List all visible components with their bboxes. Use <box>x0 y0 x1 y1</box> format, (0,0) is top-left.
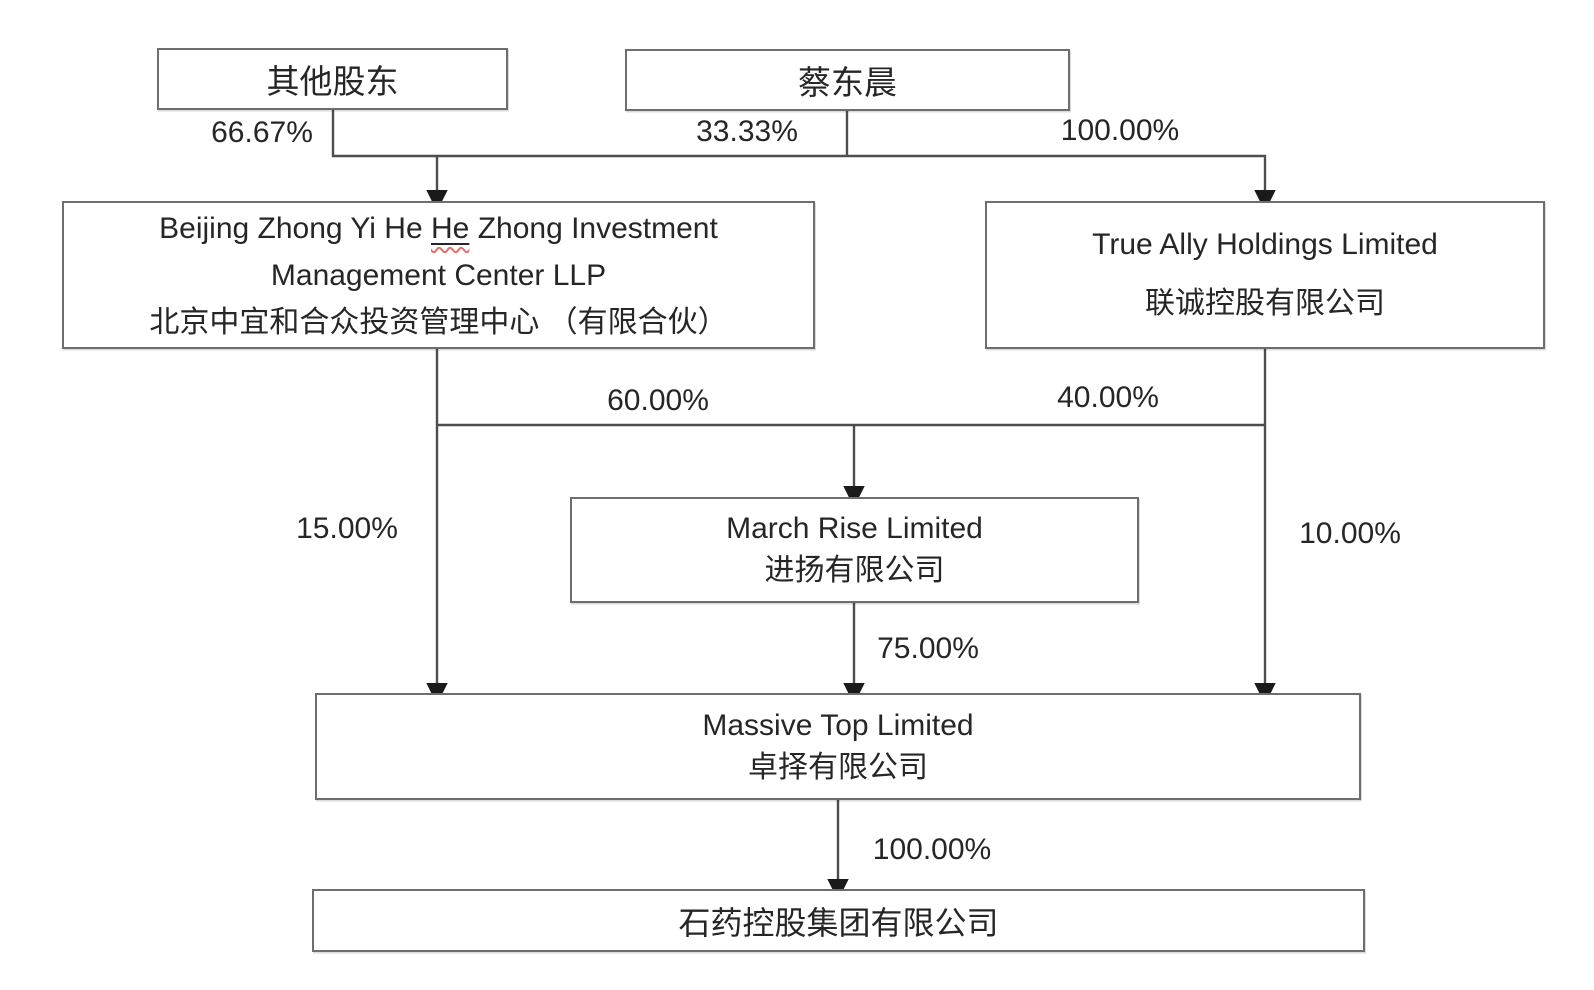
ownership-label-beijing-to-massive: 15.00% <box>296 512 398 545</box>
node-label: 蔡东晨 <box>798 64 897 101</box>
node-label-en: March Rise Limited <box>726 512 983 545</box>
ownership-label-other-to-beijing: 66.67% <box>211 116 313 149</box>
node-cspc-holdings: 石药控股集团有限公司 <box>312 889 1365 952</box>
node-label-en-line1-before: Beijing Zhong Yi He <box>159 211 431 245</box>
ownership-label-march-to-massive: 75.00% <box>877 632 979 665</box>
node-label-en: Massive Top Limited <box>702 708 974 742</box>
node-label: 其他股东 <box>266 63 399 100</box>
ownership-label-massive-to-cspc: 100.00% <box>872 833 992 866</box>
node-true-ally: True Ally Holdings Limited 联诚控股有限公司 <box>985 201 1545 349</box>
node-label-en-line2: Management Center LLP <box>270 258 607 292</box>
node-other-shareholders: 其他股东 <box>157 48 508 110</box>
node-march-rise: March Rise Limited 进扬有限公司 <box>570 497 1139 603</box>
node-label-zh: 石药控股集团有限公司 <box>678 904 999 941</box>
ownership-label-cai-to-beijing: 33.33% <box>696 115 798 148</box>
underlined-word-text: He <box>431 211 470 245</box>
ownership-label-beijing-to-march: 60.00% <box>607 384 709 417</box>
node-cai-dongchen: 蔡东晨 <box>625 49 1070 111</box>
ownership-label-cai-to-true-ally: 100.00% <box>1060 114 1180 147</box>
node-label-zh: 进扬有限公司 <box>764 554 945 587</box>
node-label-zh: 联诚控股有限公司 <box>1145 286 1385 320</box>
node-label-en-line1-after: Zhong Investment <box>469 211 718 245</box>
node-label-en: True Ally Holdings Limited <box>1092 228 1438 262</box>
node-massive-top: Massive Top Limited 卓择有限公司 <box>315 693 1361 800</box>
node-label-zh: 北京中宜和合众投资管理中心 （有限合伙） <box>149 305 728 339</box>
ownership-label-true-ally-to-massive: 10.00% <box>1299 517 1401 550</box>
ownership-label-true-ally-to-march: 40.00% <box>1057 381 1159 414</box>
node-label-zh: 卓择有限公司 <box>748 750 928 784</box>
